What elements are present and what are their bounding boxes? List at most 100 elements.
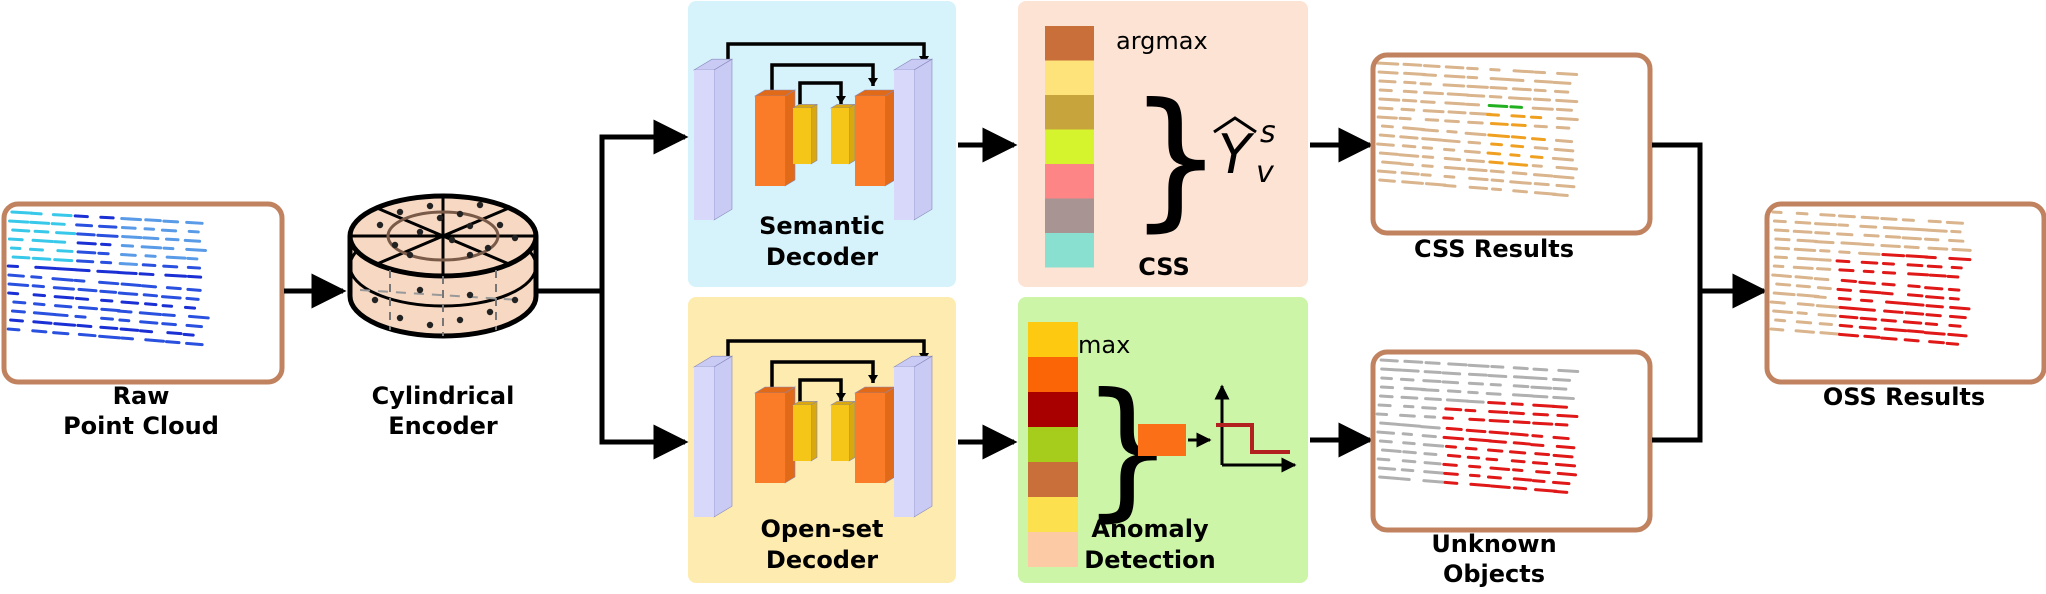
scan-line bbox=[1908, 331, 1923, 332]
scan-line bbox=[1490, 162, 1502, 163]
scan-line bbox=[1885, 311, 1903, 312]
scan-line bbox=[146, 256, 155, 257]
scan-line bbox=[1490, 421, 1508, 422]
scan-line bbox=[102, 300, 112, 301]
scan-line bbox=[1443, 382, 1458, 383]
scan-line bbox=[1444, 85, 1464, 86]
scan-line bbox=[1469, 383, 1482, 384]
scan-line bbox=[1402, 470, 1413, 471]
scan-line bbox=[9, 284, 28, 286]
scan-line bbox=[189, 316, 208, 318]
scan-line bbox=[1553, 158, 1572, 160]
scan-line bbox=[9, 239, 22, 240]
scan-line bbox=[1927, 306, 1942, 307]
scan-line bbox=[1446, 67, 1463, 68]
scan-line bbox=[79, 307, 96, 308]
scan-line bbox=[1840, 252, 1849, 253]
scan-line bbox=[1815, 297, 1825, 298]
scan-line bbox=[1444, 437, 1463, 439]
scan-line bbox=[189, 231, 198, 232]
block-side bbox=[914, 59, 932, 220]
scan-line bbox=[141, 322, 157, 323]
scan-line bbox=[1861, 291, 1880, 293]
scan-line bbox=[1816, 233, 1829, 234]
scan-line bbox=[100, 336, 120, 338]
block-side bbox=[849, 104, 855, 164]
scan-line bbox=[1537, 472, 1549, 473]
block-front bbox=[694, 367, 714, 517]
cylinder-point bbox=[372, 297, 378, 303]
scan-line bbox=[1404, 64, 1421, 65]
scan-line bbox=[1446, 409, 1461, 410]
scan-line bbox=[1928, 230, 1947, 231]
scan-line bbox=[1511, 452, 1525, 453]
scan-line bbox=[1556, 140, 1571, 141]
scan-line bbox=[12, 311, 24, 312]
scan-line bbox=[1860, 282, 1875, 283]
scan-line bbox=[1467, 430, 1485, 431]
scan-line bbox=[1554, 388, 1566, 389]
scan-line bbox=[1423, 148, 1431, 149]
scan-line bbox=[1515, 488, 1526, 489]
scan-line bbox=[8, 266, 17, 267]
block-side bbox=[885, 90, 895, 186]
scan-line bbox=[122, 219, 141, 220]
scan-line bbox=[1861, 318, 1875, 319]
scan-line bbox=[1403, 434, 1411, 435]
scan-line bbox=[1512, 404, 1522, 405]
scan-line bbox=[1401, 137, 1417, 138]
cylinder-point bbox=[397, 209, 403, 215]
scan-line bbox=[1378, 144, 1394, 145]
scan-line bbox=[30, 249, 42, 250]
class-score-cell bbox=[1045, 199, 1094, 234]
scan-line bbox=[1509, 164, 1526, 165]
scan-line bbox=[99, 253, 108, 254]
block-front bbox=[855, 393, 885, 483]
scan-line bbox=[1951, 307, 1969, 309]
scan-line bbox=[1378, 117, 1396, 118]
scan-line bbox=[118, 311, 131, 312]
scan-line bbox=[1489, 376, 1506, 377]
scan-line bbox=[1423, 436, 1435, 437]
cylinder-point bbox=[512, 235, 518, 241]
block-side bbox=[849, 401, 855, 461]
scan-line bbox=[102, 309, 120, 310]
scan-line bbox=[1425, 463, 1440, 464]
scan-line bbox=[1447, 400, 1467, 401]
scan-line bbox=[1421, 427, 1439, 428]
scan-line bbox=[143, 265, 155, 266]
scan-line bbox=[78, 325, 91, 326]
scan-line bbox=[102, 318, 113, 319]
block-side bbox=[914, 356, 932, 517]
scan-line bbox=[1927, 315, 1940, 316]
scan-line bbox=[1379, 108, 1392, 109]
scan-line bbox=[1948, 276, 1958, 277]
class-score-cell bbox=[1045, 164, 1094, 199]
scan-line bbox=[1816, 224, 1836, 225]
scan-line bbox=[1424, 481, 1444, 483]
scan-line bbox=[1926, 324, 1936, 325]
scan-line bbox=[1886, 237, 1899, 238]
scan-line bbox=[1535, 72, 1544, 73]
scan-line bbox=[1882, 293, 1892, 294]
scan-line bbox=[1776, 239, 1789, 240]
scan-line bbox=[76, 316, 85, 317]
scan-line bbox=[1534, 405, 1555, 406]
block-front bbox=[855, 96, 885, 186]
scan-line bbox=[1513, 89, 1530, 90]
scan-line bbox=[1513, 395, 1532, 396]
unknown-label-1: Unknown bbox=[1431, 530, 1556, 558]
scan-line bbox=[187, 298, 198, 299]
scan-line bbox=[1556, 464, 1574, 465]
scan-line bbox=[1492, 180, 1503, 181]
scan-line bbox=[1491, 486, 1509, 487]
scan-line bbox=[1490, 412, 1507, 413]
scan-line bbox=[1378, 171, 1394, 172]
block-side bbox=[885, 387, 895, 483]
scan-line bbox=[1401, 379, 1413, 380]
scan-line bbox=[33, 258, 49, 259]
scan-line bbox=[1553, 406, 1566, 407]
scan-line bbox=[163, 324, 176, 325]
scan-line bbox=[1471, 484, 1490, 486]
scan-line bbox=[1557, 109, 1571, 110]
